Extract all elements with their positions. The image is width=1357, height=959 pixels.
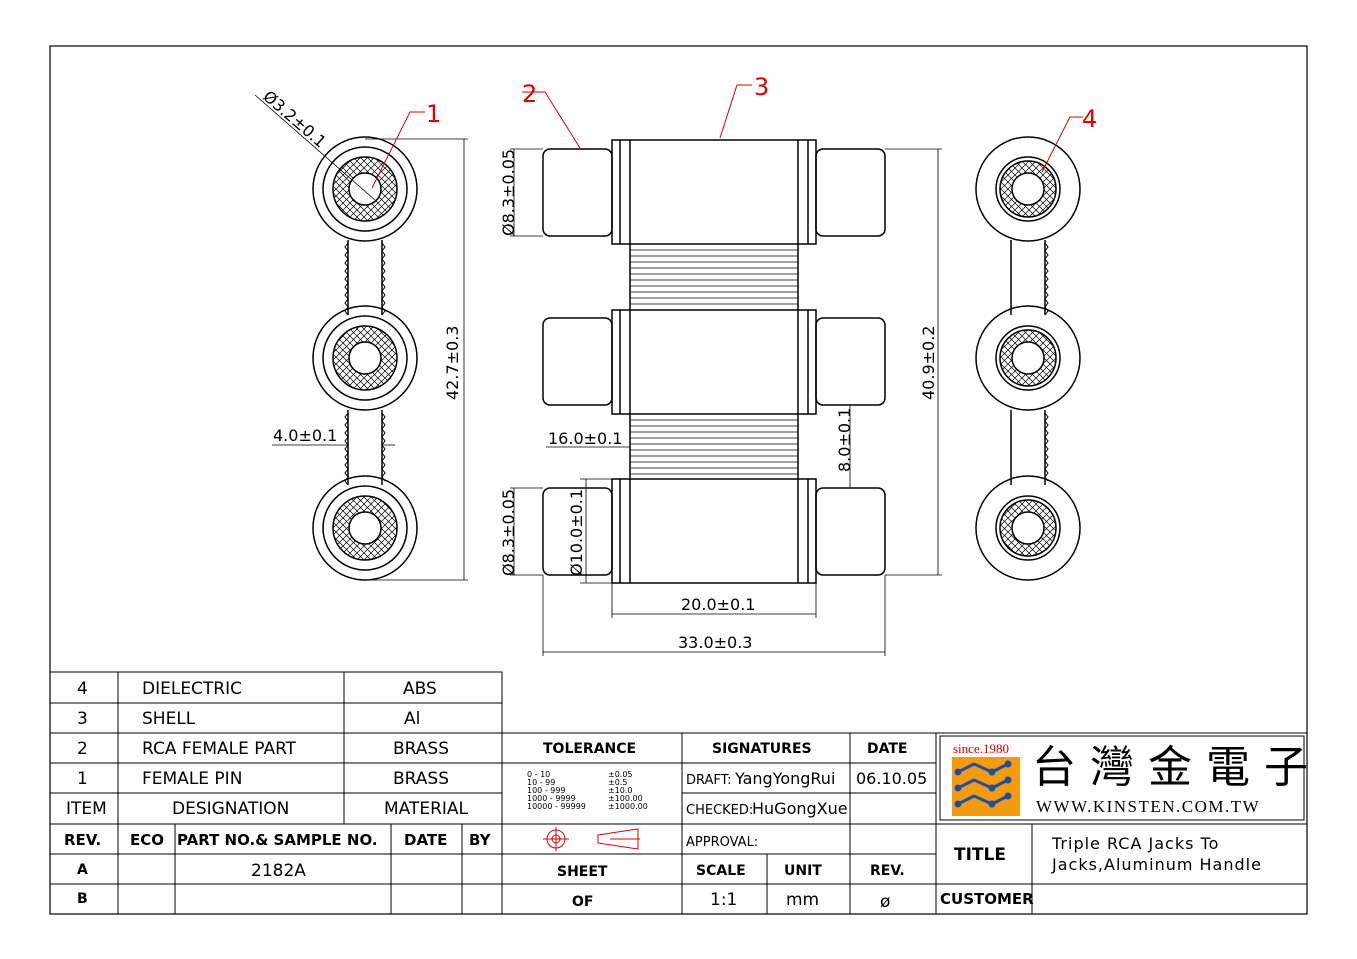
title-block-grid (501, 732, 1308, 915)
revision-rows: REV. ECO PART NO.& SAMPLE NO. DATE BY A … (64, 831, 492, 907)
tolerance-value: ±100.00 (608, 794, 643, 803)
bom-material: BRASS (393, 769, 449, 789)
bom-designation: DIELECTRIC (142, 679, 242, 699)
jack-diameter-top-dim: Ø8.3±0.05 (499, 149, 518, 236)
tolerance-value: ±10.0 (608, 786, 633, 795)
bom-header-item: ITEM (66, 799, 107, 819)
left-end-view (312, 136, 418, 581)
bom-material: BRASS (393, 739, 449, 759)
bom-rows: 4 DIELECTRIC ABS 3 SHELL Al 2 RCA FEMALE… (66, 679, 469, 819)
bom-material: ABS (403, 679, 437, 699)
tolerance-table: 0 - 10 10 - 99 100 - 999 1000 - 9999 100… (527, 770, 648, 811)
of-label: OF (572, 894, 593, 910)
bom-designation: FEMALE PIN (142, 769, 242, 789)
callout-4: 4 (1082, 105, 1097, 133)
body-diameter-dim: Ø10.0±0.1 (567, 489, 586, 576)
callout-1: 1 (426, 100, 441, 128)
title-line-2: Jacks,Aluminum Handle (1051, 855, 1262, 874)
checked-label: CHECKED: (686, 803, 753, 818)
scale-value: 1:1 (710, 890, 737, 910)
body-length-dim: 20.0±0.1 (681, 595, 755, 614)
company-url: WWW.KINSTEN.COM.TW (1036, 797, 1260, 816)
circuit-icon (957, 762, 1009, 806)
rev-row-rev: A (77, 862, 88, 878)
bom-item: 2 (77, 739, 88, 759)
tolerance-range: 10 - 99 (527, 778, 555, 787)
customer-label: CUSTOMER (940, 890, 1034, 908)
since-label: since.1980 (953, 741, 1009, 756)
bom-item: 1 (77, 769, 88, 789)
rev-row-rev: B (77, 891, 88, 907)
title-line-1: Triple RCA Jacks To (1051, 834, 1219, 853)
callout-2-3-leaders (522, 84, 752, 149)
scale-label: SCALE (696, 863, 746, 879)
bom-designation: RCA FEMALE PART (142, 739, 297, 759)
tolerance-range: 0 - 10 (527, 770, 550, 779)
draft-date: 06.10.05 (856, 769, 927, 788)
bom-header-designation: DESIGNATION (172, 799, 289, 819)
jack-diameter-bottom-dim: Ø8.3±0.05 (499, 489, 518, 576)
callout-2: 2 (522, 80, 537, 108)
date-title: DATE (867, 741, 907, 757)
height-left-dim: 42.7±0.3 (443, 326, 462, 400)
handle-length-dim: 16.0±0.1 (548, 429, 622, 448)
draft-name: YangYongRui (734, 769, 835, 788)
bom-header-material: MATERIAL (384, 799, 469, 819)
tolerance-title: TOLERANCE (543, 741, 636, 757)
revision-table-grid (49, 823, 503, 915)
callout-1-leader (371, 111, 425, 189)
bom-table-grid (49, 671, 503, 825)
checked-name: HuGongXue (752, 799, 848, 818)
tolerance-range: 10000 - 99999 (527, 802, 586, 811)
left-dimension-lines (254, 94, 468, 581)
tolerance-value: ±0.05 (608, 770, 633, 779)
bom-material: Al (404, 709, 420, 729)
bom-item: 3 (77, 709, 88, 729)
projection-symbol-icon (543, 827, 640, 851)
rev-row-part: 2182A (251, 861, 306, 881)
bom-designation: SHELL (142, 709, 196, 729)
draft-label: DRAFT: (686, 773, 732, 788)
title-label: TITLE (954, 845, 1006, 865)
rev-label: REV. (870, 863, 905, 879)
company-name: 台灣金電子 (1032, 742, 1322, 793)
tolerance-range: 100 - 999 (527, 786, 566, 795)
right-end-view (975, 136, 1081, 581)
rev-header-by: BY (469, 831, 492, 849)
side-view (542, 139, 886, 584)
rev-header-part: PART NO.& SAMPLE NO. (177, 831, 378, 849)
company-logo: since.1980 台灣金電子 WWW.KINSTEN.COM.TW (939, 735, 1322, 821)
height-right-dim: 40.9±0.2 (919, 326, 938, 400)
bom-item: 4 (77, 679, 88, 699)
rev-value: ø (880, 892, 890, 912)
rev-header-eco: ECO (130, 831, 164, 849)
tolerance-value: ±1000.00 (608, 802, 648, 811)
neck-width-dim: 4.0±0.1 (273, 426, 337, 445)
approval-label: APPROVAL: (686, 835, 758, 850)
pitch-dim: 8.0±0.1 (835, 408, 854, 472)
callout-3: 3 (754, 73, 769, 101)
sheet-label: SHEET (557, 864, 608, 880)
unit-label: UNIT (784, 863, 822, 879)
rev-header-rev: REV. (64, 831, 101, 849)
tolerance-range: 1000 - 9999 (527, 794, 576, 803)
pin-diameter-dim: Ø3.2±0.1 (259, 87, 329, 152)
total-length-dim: 33.0±0.3 (678, 633, 752, 652)
signatures-title: SIGNATURES (712, 741, 812, 757)
tolerance-value: ±0.5 (608, 778, 627, 787)
unit-value: mm (786, 890, 819, 910)
handle-knurl (630, 249, 798, 475)
callout-4-leader (1041, 116, 1083, 173)
side-dimension-lines (510, 148, 942, 656)
rev-header-date: DATE (404, 831, 447, 849)
